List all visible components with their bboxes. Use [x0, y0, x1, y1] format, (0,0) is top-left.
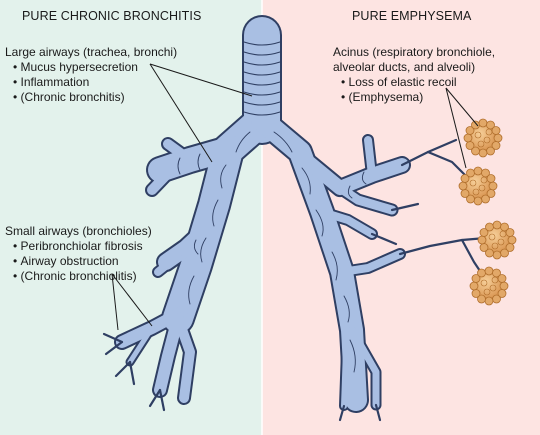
acinus-heading-line1: Acinus (respiratory bronchiole, [333, 45, 496, 59]
acinus-cluster [463, 118, 503, 158]
acinus-heading-line2: alveolar ducts, and alveoli) [333, 60, 476, 74]
acinus-item: Loss of elastic recoil [341, 75, 495, 90]
trachea-cartilage-rings [243, 41, 281, 116]
acinus-annotation: Acinus (respiratory bronchiole, alveolar… [333, 45, 495, 105]
large-airways-heading: Large airways (trachea, bronchi) [5, 45, 178, 59]
left-panel-title: PURE CHRONIC BRONCHITIS [22, 9, 202, 23]
acinus-cluster [458, 166, 498, 206]
large-airways-annotation: Large airways (trachea, bronchi) Mucus h… [5, 45, 177, 105]
right-panel-title: PURE EMPHYSEMA [352, 9, 472, 23]
small-airways-annotation: Small airways (bronchioles) Peribronchio… [5, 224, 152, 284]
small-airways-item: (Chronic bronchiolitis) [13, 269, 152, 284]
small-airways-list: Peribronchiolar fibrosis Airway obstruct… [5, 239, 152, 284]
small-airways-heading: Small airways (bronchioles) [5, 224, 152, 238]
bronchial-mucosal-folds [177, 131, 367, 373]
large-airways-item: (Chronic bronchitis) [13, 90, 177, 105]
acinus-cluster [469, 266, 509, 306]
acinus-clusters [458, 118, 517, 306]
small-airways-item: Airway obstruction [13, 254, 152, 269]
left-terminal-bronchioles [102, 332, 166, 412]
large-airways-item: Mucus hypersecretion [13, 60, 177, 75]
right-panel-background [262, 0, 540, 435]
bronchial-tree [102, 15, 488, 422]
airway-fill [116, 17, 409, 411]
large-airways-item: Inflammation [13, 75, 177, 90]
acinus-item: (Emphysema) [341, 90, 495, 105]
large-airways-list: Mucus hypersecretion Inflammation (Chron… [5, 60, 177, 105]
small-airways-item: Peribronchiolar fibrosis [13, 239, 152, 254]
acinus-cluster [477, 220, 517, 260]
acinus-list: Loss of elastic recoil (Emphysema) [333, 75, 495, 105]
